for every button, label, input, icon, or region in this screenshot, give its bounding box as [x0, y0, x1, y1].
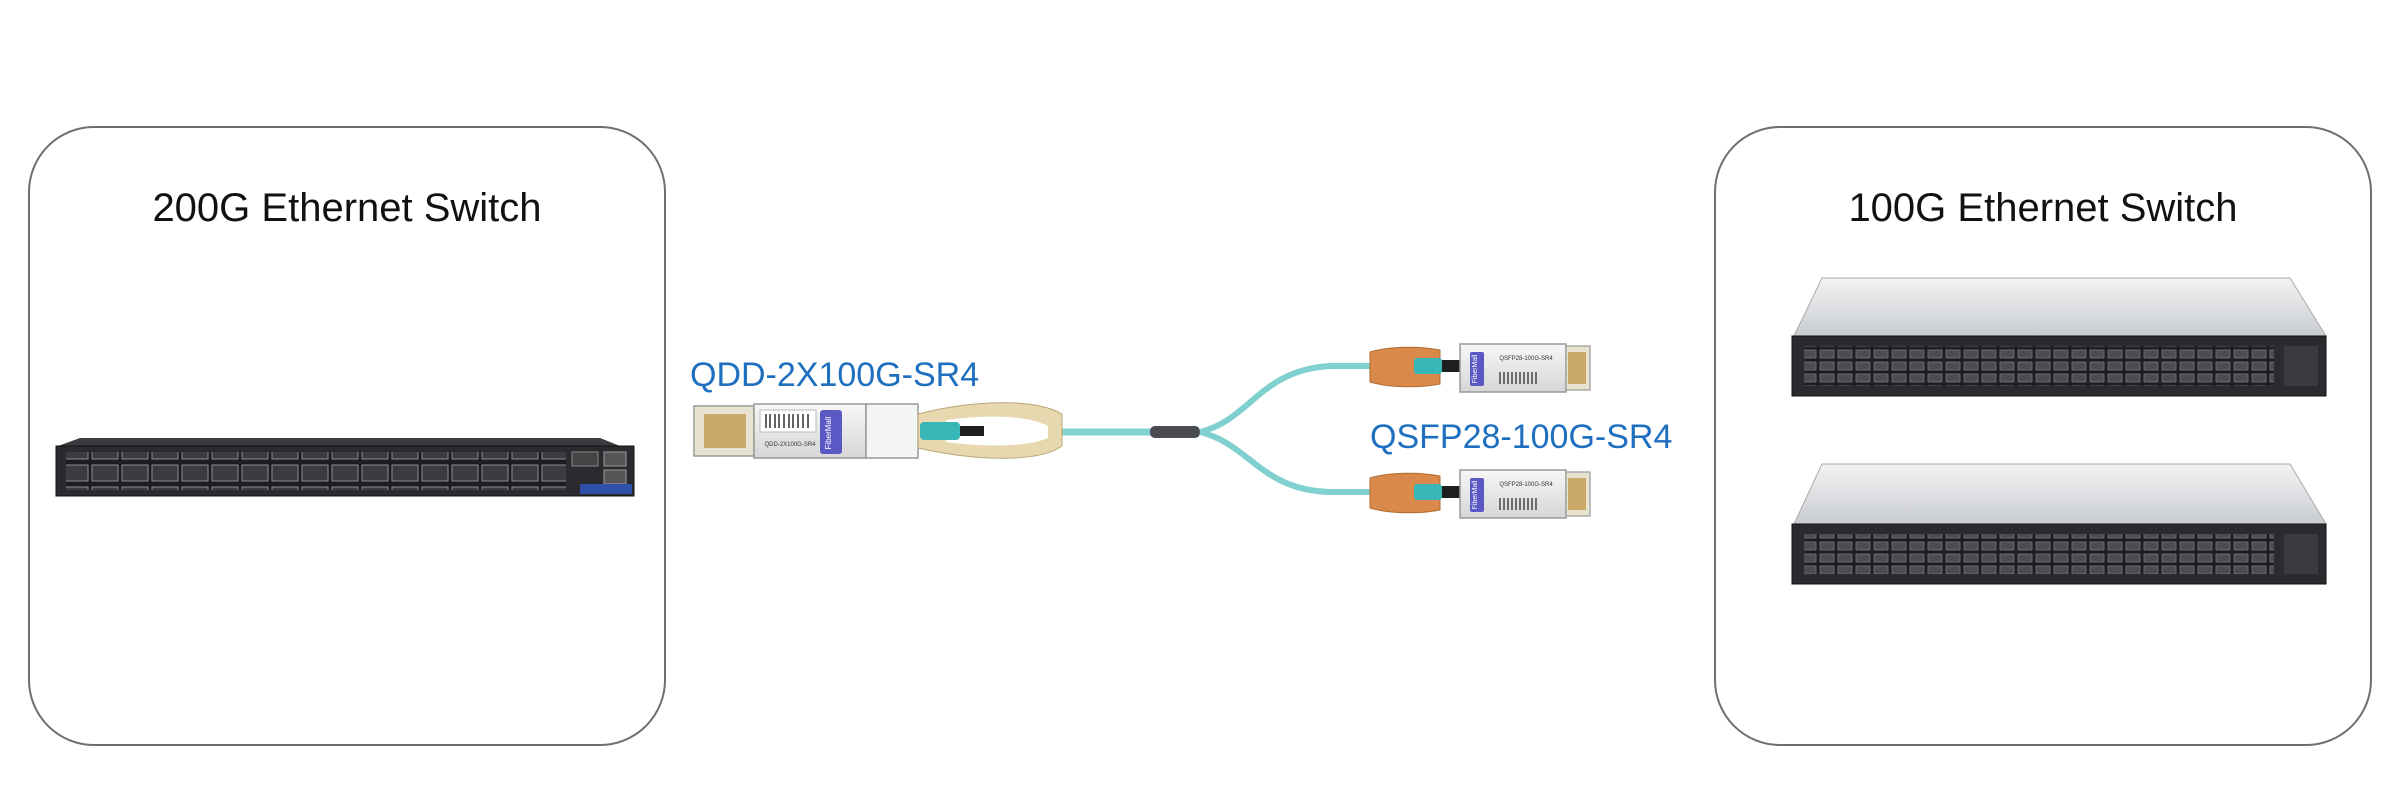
qdd-part-text: QDD-2X100G-SR4 — [764, 442, 816, 448]
qsfp28-transceiver-top-icon: FiberMall QSFP28-100G-SR4 — [1369, 343, 1591, 393]
qsfp-top-part-text: QSFP28-100G-SR4 — [1499, 356, 1553, 362]
qdd-transceiver-icon: FiberMall QDD-2X100G-SR4 — [693, 402, 1063, 459]
qsfp28-transceiver-bottom-icon: FiberMall QSFP28-100G-SR4 — [1369, 469, 1591, 519]
qsfp-top-brand-badge: FiberMall — [1472, 354, 1479, 383]
panel-title-100g: 100G Ethernet Switch — [1848, 186, 2238, 230]
breakout-fiber-cable — [1040, 363, 1370, 495]
switch-panel-100g: 100G Ethernet Switch — [1714, 126, 2372, 746]
switch-200g-icon — [55, 438, 635, 497]
qdd-module-label: QDD-2X100G-SR4 — [690, 356, 980, 394]
switch-100g-bottom-icon — [1791, 463, 2327, 585]
panel-title-200g: 200G Ethernet Switch — [152, 186, 542, 230]
qsfp28-module-label: QSFP28-100G-SR4 — [1370, 418, 1673, 456]
switch-100g-top-icon — [1791, 277, 2327, 397]
qsfp-bottom-brand-badge: FiberMall — [1472, 480, 1479, 509]
qsfp-bottom-part-text: QSFP28-100G-SR4 — [1499, 482, 1553, 488]
switch-panel-200g: 200G Ethernet Switch — [28, 126, 666, 746]
qdd-brand-badge: FiberMall — [824, 416, 833, 449]
